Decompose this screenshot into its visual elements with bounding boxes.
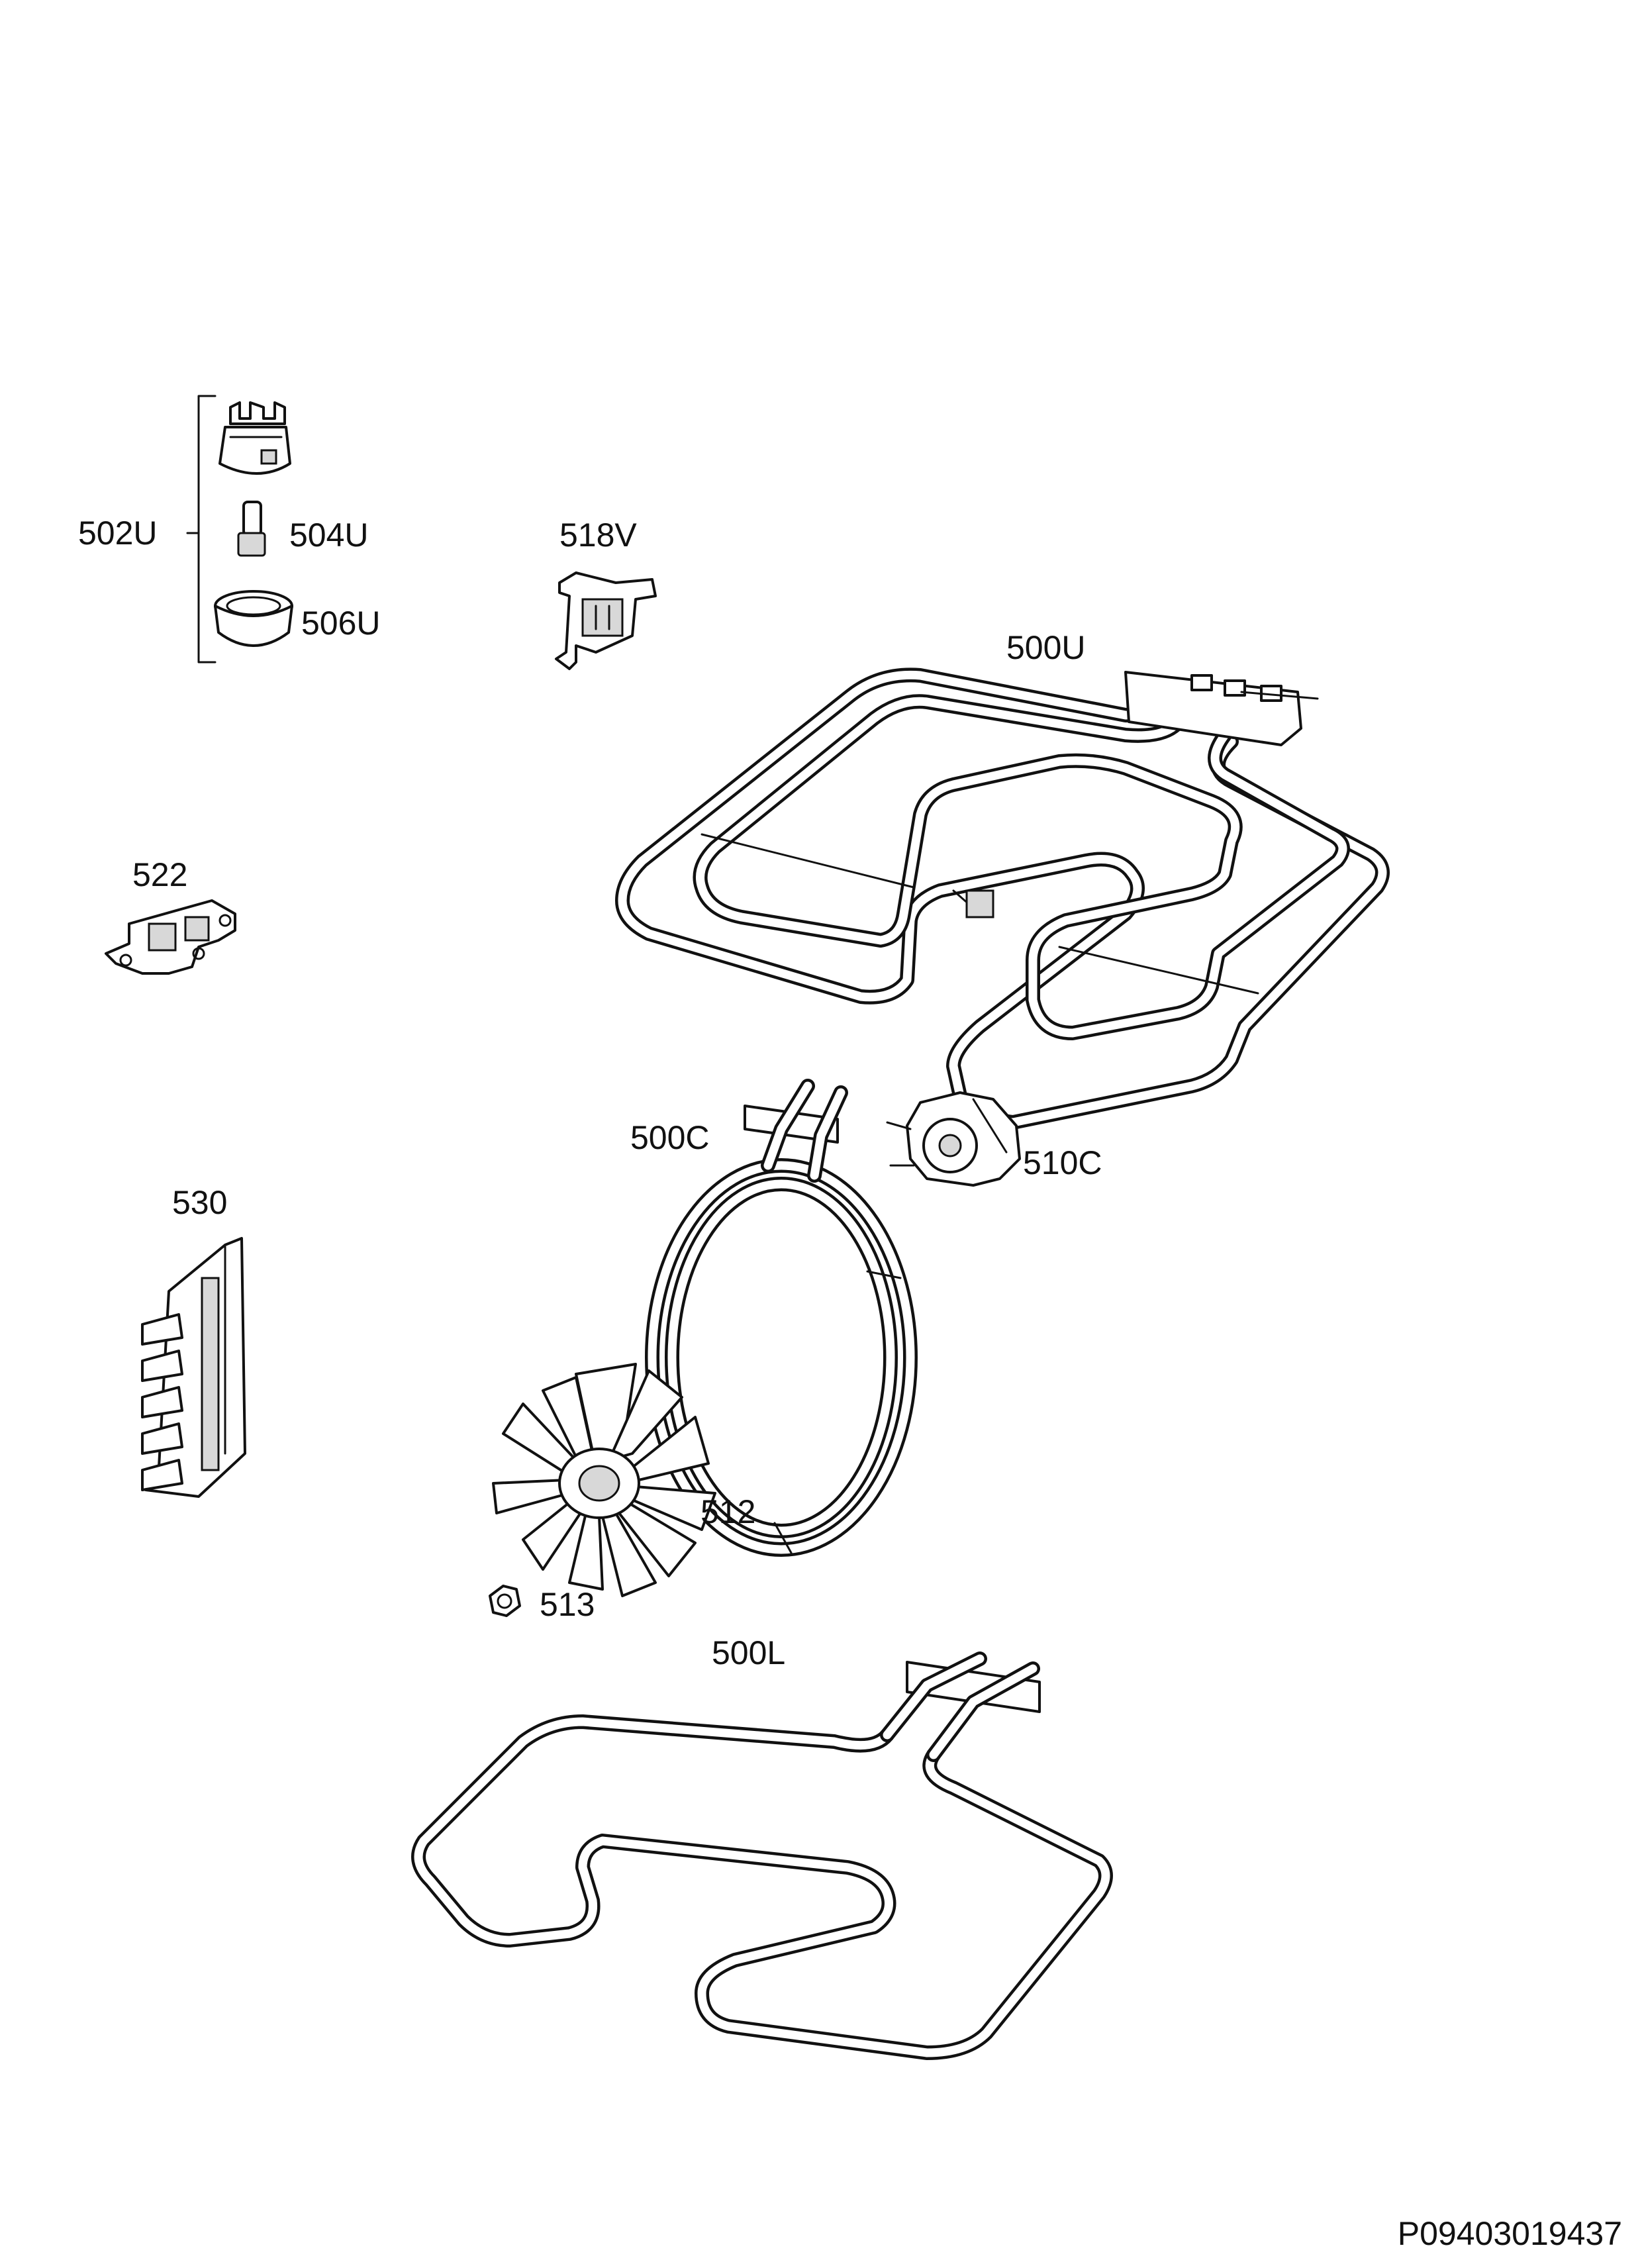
lamp-bulb-part[interactable] [237, 501, 266, 557]
label-500c: 500C [630, 1119, 710, 1156]
fan-blade-part[interactable] [492, 1363, 716, 1597]
label-500l: 500L [712, 1634, 785, 1671]
label-512: 512 [700, 1493, 755, 1530]
group-bracket-502u [186, 395, 217, 664]
label-510c: 510C [1023, 1144, 1102, 1181]
label-530: 530 [172, 1184, 227, 1221]
terminal-block-part[interactable] [105, 899, 236, 975]
lower-heating-element-part[interactable] [411, 1652, 1113, 2060]
label-522: 522 [132, 856, 187, 893]
label-506u: 506U [301, 605, 381, 642]
drawing-code: P09403019437 [1398, 2215, 1622, 2252]
circular-heating-element-part[interactable] [645, 1079, 918, 1557]
rear-terminal-block-part[interactable] [141, 1237, 246, 1498]
label-504u: 504U [289, 517, 369, 554]
fan-motor-part[interactable] [886, 1091, 1021, 1187]
thermostat-part[interactable] [555, 571, 657, 670]
label-513: 513 [540, 1586, 595, 1623]
upper-heating-element-part[interactable] [615, 667, 1390, 1130]
label-502u: 502U [78, 515, 158, 552]
lamp-holder-part[interactable] [218, 401, 291, 475]
label-500u: 500U [1006, 629, 1086, 666]
label-518v: 518V [559, 517, 637, 554]
fan-nut-part[interactable] [489, 1585, 521, 1617]
lamp-cover-part[interactable] [214, 590, 293, 647]
